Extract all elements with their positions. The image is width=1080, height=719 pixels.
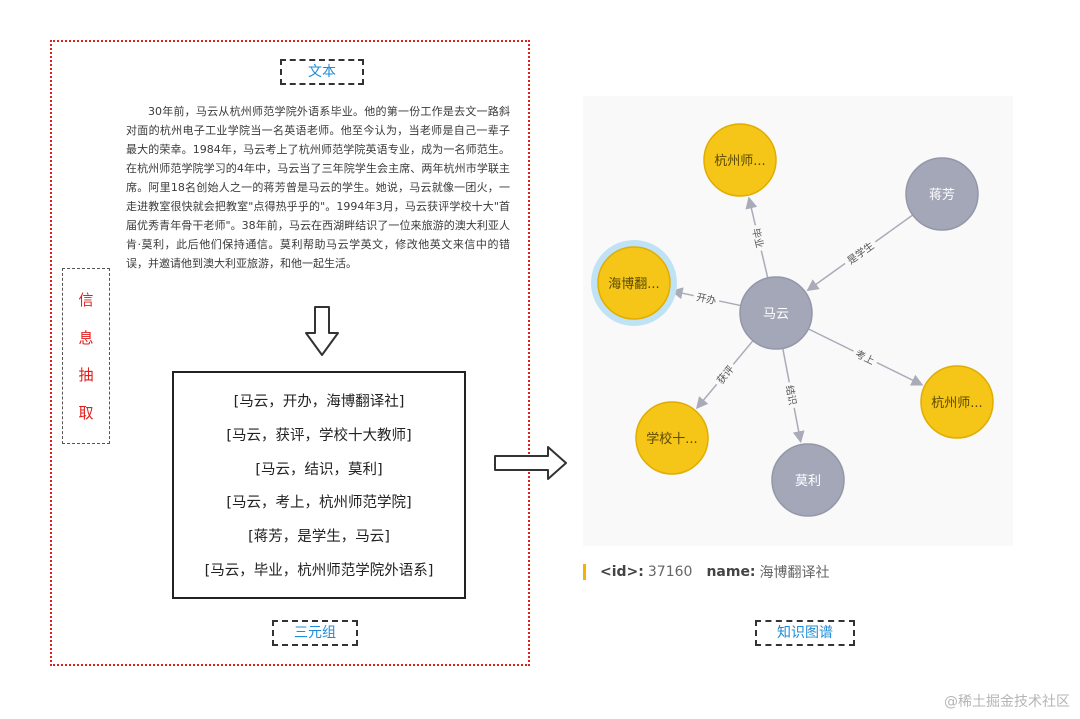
graph-node-center[interactable] [739, 276, 813, 350]
id-value: 37160 [647, 564, 693, 580]
triple-item: [马云，考上，杭州师范学院] [226, 495, 412, 512]
graph-node-hz_right[interactable] [920, 365, 994, 439]
edge-label-bg [841, 236, 880, 270]
knowledge-graph-tag: 知识图谱 [755, 620, 855, 646]
graph-node-label: 莫利 [795, 474, 821, 489]
triple-item: [蒋芳，是学生，马云] [248, 529, 390, 546]
name-key: name: [706, 564, 756, 580]
graph-node-jf[interactable] [905, 157, 979, 231]
right-arrow-icon [494, 446, 567, 480]
name-value: 海博翻译社 [759, 565, 830, 581]
graph-node-label: 马云 [763, 307, 789, 322]
graph-node-xx[interactable] [635, 401, 709, 475]
side-label-char: 抽 [78, 366, 94, 385]
triple-item: [马云，获评，学校十大教师] [226, 427, 412, 444]
edge-label-bg [692, 288, 721, 308]
id-key: <id>: [600, 564, 644, 580]
edge-label-bg [711, 359, 739, 389]
down-arrow-icon [305, 306, 339, 356]
graph-node-hz_top[interactable] [703, 123, 777, 197]
triple-item: [马云，开办，海博翻译社] [233, 393, 405, 410]
triple-item: [马云，毕业，杭州师范学院外语系] [204, 563, 434, 580]
graph-node-label: 学校十... [646, 431, 697, 447]
graph-node-ml[interactable] [771, 443, 845, 517]
graph-node-label: 蒋芳 [929, 188, 955, 203]
edge-label-bg [748, 223, 769, 253]
triples-box: [马云，开办，海博翻译社] [马云，获评，学校十大教师] [马云，结识，莫利] … [172, 371, 466, 599]
source-paragraph: 30年前，马云从杭州师范学院外语系毕业。他的第一份工作是去文一路斜对面的杭州电子… [126, 105, 510, 270]
edge-label: 结识 [783, 384, 800, 406]
graph-node-label: 海博翻... [608, 277, 659, 292]
edge-label: 毕业 [749, 227, 766, 249]
info-extraction-label: 信 息 抽 取 [62, 268, 110, 444]
side-label-char: 取 [78, 403, 94, 422]
edge-label-bg [850, 344, 880, 369]
graph-node-label: 杭州师... [931, 396, 982, 411]
information-extraction-panel [50, 40, 530, 666]
watermark: @稀土掘金技术社区 [944, 694, 1070, 710]
side-label-char: 信 [78, 291, 94, 310]
side-label-char: 息 [78, 328, 94, 347]
graph-node-label: 杭州师... [714, 154, 765, 169]
edge-label-bg [782, 380, 802, 410]
node-info-bar: <id>: 37160 name: 海博翻译社 [583, 556, 844, 588]
graph-node-hb[interactable] [597, 246, 671, 320]
info-bar-accent [583, 564, 586, 580]
triples-tag: 三元组 [272, 620, 358, 646]
text-tag: 文本 [280, 59, 364, 85]
triple-item: [马云，结识，莫利] [255, 461, 383, 478]
edge-label: 开办 [695, 290, 717, 307]
